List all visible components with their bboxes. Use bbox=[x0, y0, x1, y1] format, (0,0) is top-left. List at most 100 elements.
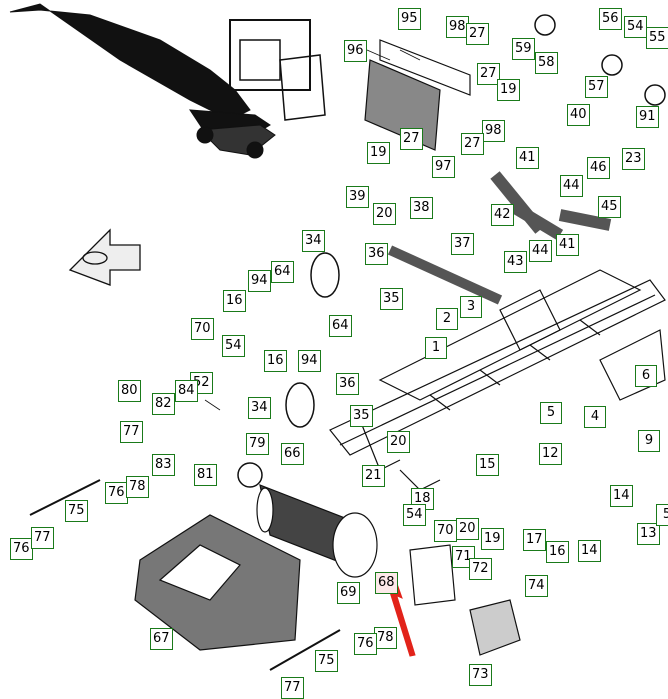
callout-45: 45 bbox=[598, 196, 621, 218]
callout-54c: 54 bbox=[403, 504, 426, 526]
callout-73: 73 bbox=[469, 664, 492, 686]
callout-77c: 77 bbox=[281, 677, 304, 699]
callout-27c: 27 bbox=[400, 128, 423, 150]
callout-91: 91 bbox=[636, 106, 659, 128]
callout-67: 67 bbox=[150, 628, 173, 650]
conveyor-frame bbox=[329, 269, 666, 491]
callout-78b: 78 bbox=[374, 627, 397, 649]
callout-19: 19 bbox=[497, 79, 520, 101]
callout-23: 23 bbox=[622, 148, 645, 170]
callout-15: 15 bbox=[476, 454, 499, 476]
callout-76: 76 bbox=[105, 482, 128, 504]
callout-75b: 75 bbox=[315, 650, 338, 672]
screen-guard bbox=[364, 39, 471, 151]
callout-57: 57 bbox=[585, 76, 608, 98]
callout-3: 3 bbox=[460, 296, 482, 318]
callout-59: 59 bbox=[512, 38, 535, 60]
callout-81: 81 bbox=[194, 464, 217, 486]
callout-70: 70 bbox=[191, 318, 214, 340]
callout-55: 55 bbox=[646, 27, 668, 49]
callout-82: 82 bbox=[152, 393, 175, 415]
callout-5b: 5 bbox=[656, 504, 668, 526]
callout-27d: 27 bbox=[461, 133, 484, 155]
callout-14b: 14 bbox=[578, 540, 601, 562]
callout-20c: 20 bbox=[456, 518, 479, 540]
callout-16c: 16 bbox=[546, 541, 569, 563]
callout-44: 44 bbox=[560, 175, 583, 197]
view-direction-arrow-icon bbox=[68, 228, 141, 286]
callout-64: 64 bbox=[271, 261, 294, 283]
callout-14: 14 bbox=[610, 485, 633, 507]
callout-77b: 77 bbox=[31, 527, 54, 549]
callout-72: 72 bbox=[469, 558, 492, 580]
callout-35b: 35 bbox=[350, 405, 373, 427]
callout-43: 43 bbox=[504, 251, 527, 273]
callout-4: 4 bbox=[584, 406, 606, 428]
hydraulic-motor bbox=[409, 544, 521, 656]
pulleys bbox=[237, 14, 666, 488]
callout-19c: 19 bbox=[481, 528, 504, 550]
callout-36: 36 bbox=[365, 243, 388, 265]
spring-parts bbox=[29, 171, 612, 671]
callout-97: 97 bbox=[432, 156, 455, 178]
callout-66: 66 bbox=[281, 443, 304, 465]
callout-6: 6 bbox=[635, 365, 657, 387]
callout-39: 39 bbox=[346, 186, 369, 208]
callout-84: 84 bbox=[175, 380, 198, 402]
callout-71: 71 bbox=[452, 546, 475, 568]
callout-35: 35 bbox=[380, 288, 403, 310]
callout-27b: 27 bbox=[477, 63, 500, 85]
callout-69: 69 bbox=[337, 582, 360, 604]
callout-16b: 16 bbox=[264, 350, 287, 372]
callout-38: 38 bbox=[410, 197, 433, 219]
callout-34b: 34 bbox=[248, 397, 271, 419]
callout-36b: 36 bbox=[336, 373, 359, 395]
callout-68-highlighted: 68 bbox=[375, 572, 398, 594]
callout-13: 13 bbox=[637, 523, 660, 545]
callout-79: 79 bbox=[246, 433, 269, 455]
callout-16: 16 bbox=[223, 290, 246, 312]
callout-20: 20 bbox=[373, 203, 396, 225]
callout-54b: 54 bbox=[222, 335, 245, 357]
callout-94: 94 bbox=[248, 270, 271, 292]
callout-94b: 94 bbox=[298, 350, 321, 372]
callout-2: 2 bbox=[436, 308, 458, 330]
callout-37: 37 bbox=[451, 233, 474, 255]
callout-44b: 44 bbox=[529, 240, 552, 262]
callout-5: 5 bbox=[540, 402, 562, 424]
callout-76b: 76 bbox=[10, 538, 33, 560]
callout-96: 96 bbox=[344, 40, 367, 62]
callout-64b: 64 bbox=[329, 315, 352, 337]
callout-80: 80 bbox=[118, 380, 141, 402]
callout-77: 77 bbox=[120, 421, 143, 443]
callout-83: 83 bbox=[152, 454, 175, 476]
callout-19b: 19 bbox=[367, 142, 390, 164]
callout-95: 95 bbox=[398, 8, 421, 30]
callout-56: 56 bbox=[599, 8, 622, 30]
belt-sheet bbox=[134, 514, 301, 651]
milling-machine-illustration bbox=[9, 3, 326, 159]
callout-74: 74 bbox=[525, 575, 548, 597]
callout-40: 40 bbox=[567, 104, 590, 126]
callout-12: 12 bbox=[539, 443, 562, 465]
callout-41: 41 bbox=[516, 147, 539, 169]
drum-assembly bbox=[256, 484, 378, 578]
callout-21: 21 bbox=[362, 465, 385, 487]
callout-54: 54 bbox=[624, 16, 647, 38]
callout-1: 1 bbox=[425, 337, 447, 359]
callout-75: 75 bbox=[65, 500, 88, 522]
callout-98b: 98 bbox=[482, 120, 505, 142]
callout-70b: 70 bbox=[434, 520, 457, 542]
callout-42: 42 bbox=[491, 204, 514, 226]
callout-34: 34 bbox=[302, 230, 325, 252]
callout-9: 9 bbox=[638, 430, 660, 452]
callout-41b: 41 bbox=[556, 234, 579, 256]
callout-76c: 76 bbox=[354, 633, 377, 655]
callout-58: 58 bbox=[535, 52, 558, 74]
callout-27: 27 bbox=[466, 23, 489, 45]
callout-17: 17 bbox=[523, 529, 546, 551]
callout-78: 78 bbox=[126, 476, 149, 498]
callout-20b: 20 bbox=[387, 431, 410, 453]
callout-46: 46 bbox=[587, 157, 610, 179]
